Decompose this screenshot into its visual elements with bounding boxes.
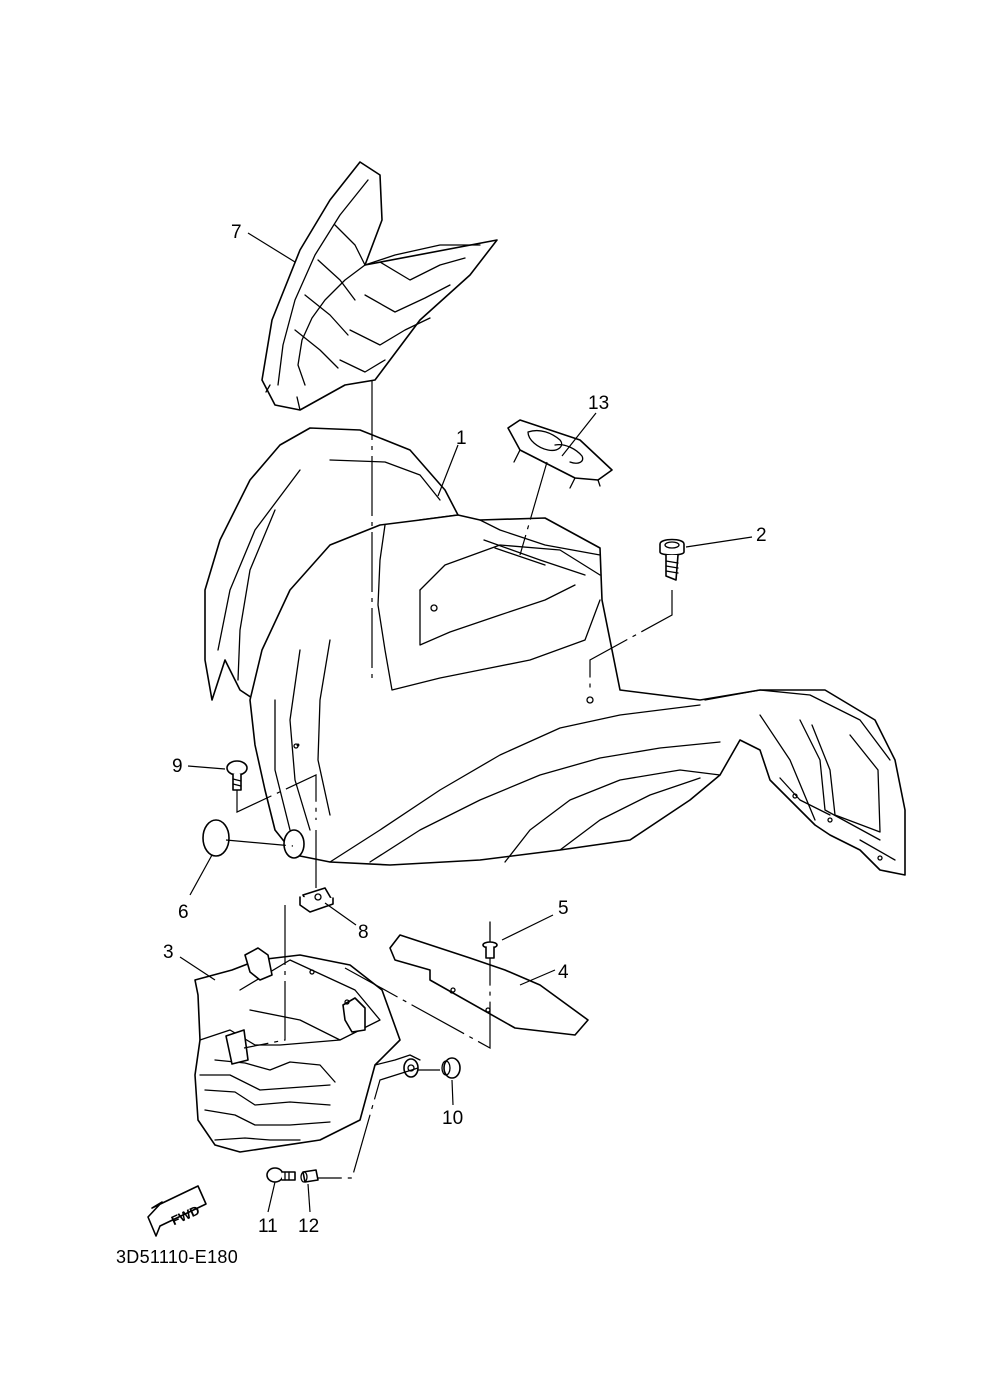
- part-13-plate: [507, 419, 613, 489]
- part-9-screw: [226, 760, 248, 791]
- part-7-grille: [261, 161, 498, 411]
- part-11-bolt: [266, 1167, 296, 1183]
- part-1-front-fender: [204, 427, 906, 876]
- part-6-emblem: [202, 819, 305, 859]
- fwd-arrow-icon: FWD: [147, 1185, 207, 1237]
- part-10-grommet: [403, 1057, 461, 1079]
- part-5-rivet: [482, 921, 498, 959]
- part-3-duct: [194, 947, 455, 1153]
- part-8-clip: [299, 887, 334, 913]
- part-4-plate: [389, 934, 589, 1036]
- callout-10: 10: [442, 1108, 463, 1129]
- drawing-code: 3D51110-E180: [116, 1247, 239, 1267]
- callout-6: 6: [178, 902, 189, 923]
- assembly-lines: [225, 380, 673, 1179]
- callout-8: 8: [358, 922, 369, 943]
- callout-5: 5: [558, 898, 569, 919]
- callout-12: 12: [298, 1216, 319, 1237]
- callout-4: 4: [558, 962, 569, 983]
- leader-lines: [179, 232, 753, 1213]
- callout-1: 1: [456, 428, 467, 449]
- callout-3: 3: [163, 942, 174, 963]
- callout-9: 9: [172, 756, 183, 777]
- callout-2: 2: [756, 525, 767, 546]
- part-2-screw: [659, 538, 685, 581]
- callout-13: 13: [588, 393, 609, 414]
- callout-7: 7: [231, 222, 242, 243]
- callout-11: 11: [258, 1216, 278, 1237]
- part-12-collar: [300, 1169, 319, 1183]
- callout-labels: 7 13 1 2 9 6 8 3 5 4 10 11 12: [163, 222, 767, 1237]
